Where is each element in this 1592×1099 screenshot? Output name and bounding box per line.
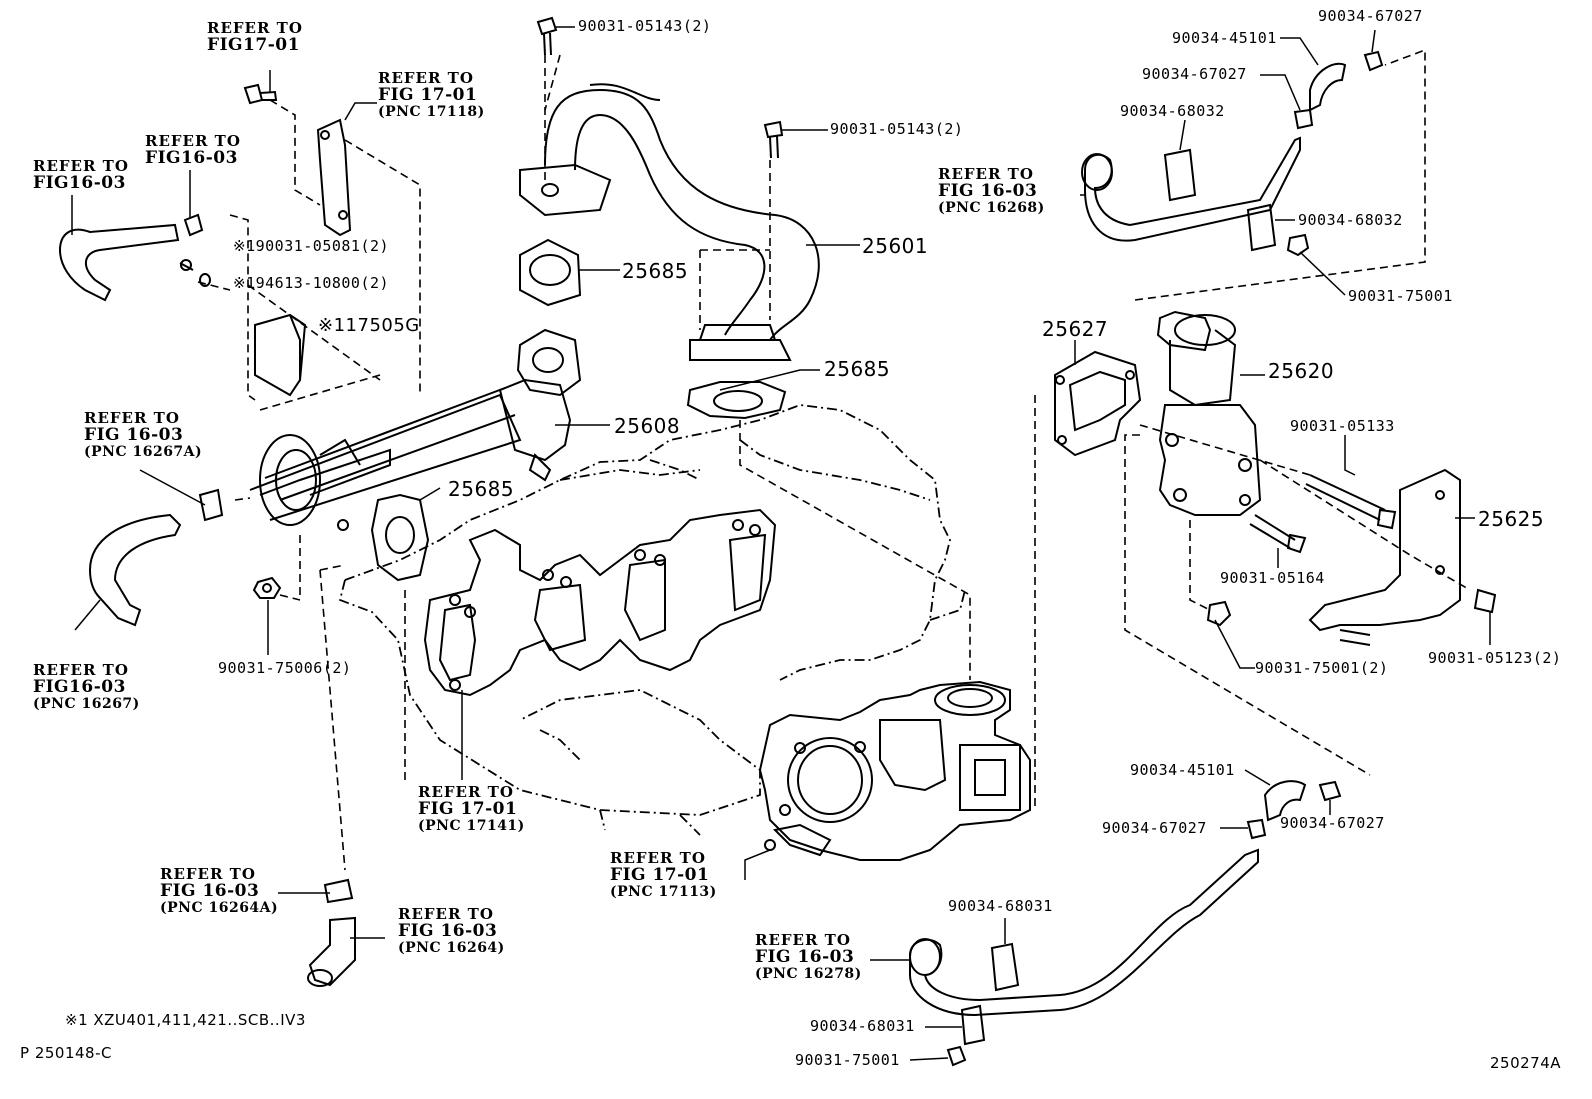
hose-mid-left bbox=[88, 513, 182, 627]
gasket-25627 bbox=[1054, 350, 1142, 457]
heat-shield bbox=[254, 313, 307, 397]
label-nut-90031-75001-2: 90031-75001(2) bbox=[1255, 659, 1389, 677]
label-bolt-90031-05123: 90031-05123(2) bbox=[1428, 649, 1562, 667]
gasket-25685-c bbox=[370, 493, 430, 582]
label-nut-bot: 90031-75001 bbox=[795, 1051, 900, 1069]
gasket-25685-b bbox=[686, 381, 787, 420]
label-25625: 25625 bbox=[1478, 507, 1545, 531]
label-clip-bot-a: 90034-67027 bbox=[1102, 819, 1207, 837]
label-25620: 25620 bbox=[1268, 359, 1335, 383]
label-clip-bot-b: 90034-67027 bbox=[1280, 814, 1385, 832]
label-nut-90031-75006: 90031-75006(2) bbox=[218, 659, 352, 677]
label-nut-top: 90031-75001 bbox=[1348, 287, 1453, 305]
label-bolt-90031-05081: ※190031-05081(2) bbox=[233, 237, 390, 255]
pipe-bottom-right bbox=[909, 780, 1342, 1067]
label-bolt-90031-05133: 90031-05133 bbox=[1290, 417, 1395, 435]
bolts-right bbox=[1206, 233, 1497, 627]
label-25685-c: 25685 bbox=[448, 477, 515, 501]
egr-pipe-25601 bbox=[519, 83, 820, 361]
label-clamp-top-b: 90034-68032 bbox=[1298, 211, 1403, 229]
bracket-25625 bbox=[1308, 468, 1461, 646]
footnote: ※1 XZU401,411,421..SCB..IV3 bbox=[65, 1011, 306, 1029]
label-clip-top-a: 90034-67027 bbox=[1142, 65, 1247, 83]
label-25601: 25601 bbox=[862, 234, 929, 258]
label-bolt-90031-05143-top: 90031-05143(2) bbox=[578, 17, 712, 35]
egr-valve-25620 bbox=[1156, 310, 1262, 516]
label-bolt-90031-05143-mid: 90031-05143(2) bbox=[830, 120, 964, 138]
label-washer-94613: ※194613-10800(2) bbox=[233, 274, 390, 292]
label-25627: 25627 bbox=[1042, 317, 1109, 341]
intake-housing bbox=[758, 680, 1031, 861]
label-hose-top: 90034-45101 bbox=[1172, 29, 1277, 47]
label-shield-17505g: ※117505G bbox=[318, 315, 420, 336]
nut-75006 bbox=[252, 576, 282, 599]
bolts-top bbox=[536, 16, 784, 159]
label-25685-a: 25685 bbox=[622, 259, 689, 283]
label-clamp-bot-b: 90034-68031 bbox=[810, 1017, 915, 1035]
bolts-upper-left bbox=[179, 83, 278, 522]
label-clip-top-b: 90034-67027 bbox=[1318, 7, 1423, 25]
pipe-top-right bbox=[1081, 50, 1384, 252]
figure-code: 250274A bbox=[1490, 1054, 1562, 1072]
hose-upper-left bbox=[58, 223, 180, 302]
label-25685-b: 25685 bbox=[824, 357, 891, 381]
page-code: P 250148-C bbox=[20, 1044, 112, 1062]
bracket-upper bbox=[316, 118, 352, 237]
label-25608: 25608 bbox=[614, 414, 681, 438]
label-clamp-bot-a: 90034-68031 bbox=[948, 897, 1053, 915]
assembly-lines bbox=[197, 48, 1471, 871]
leader-lines bbox=[71, 26, 1491, 1061]
label-hose-bot: 90034-45101 bbox=[1130, 761, 1235, 779]
gasket-25685-a bbox=[519, 238, 582, 307]
egr-cooler-25608 bbox=[249, 328, 582, 531]
engine-head-outline bbox=[338, 404, 966, 836]
exhaust-manifold bbox=[423, 508, 777, 697]
label-bolt-90031-05164: 90031-05164 bbox=[1220, 569, 1325, 587]
hose-lower-left bbox=[307, 878, 356, 987]
label-clamp-top-a: 90034-68032 bbox=[1120, 102, 1225, 120]
